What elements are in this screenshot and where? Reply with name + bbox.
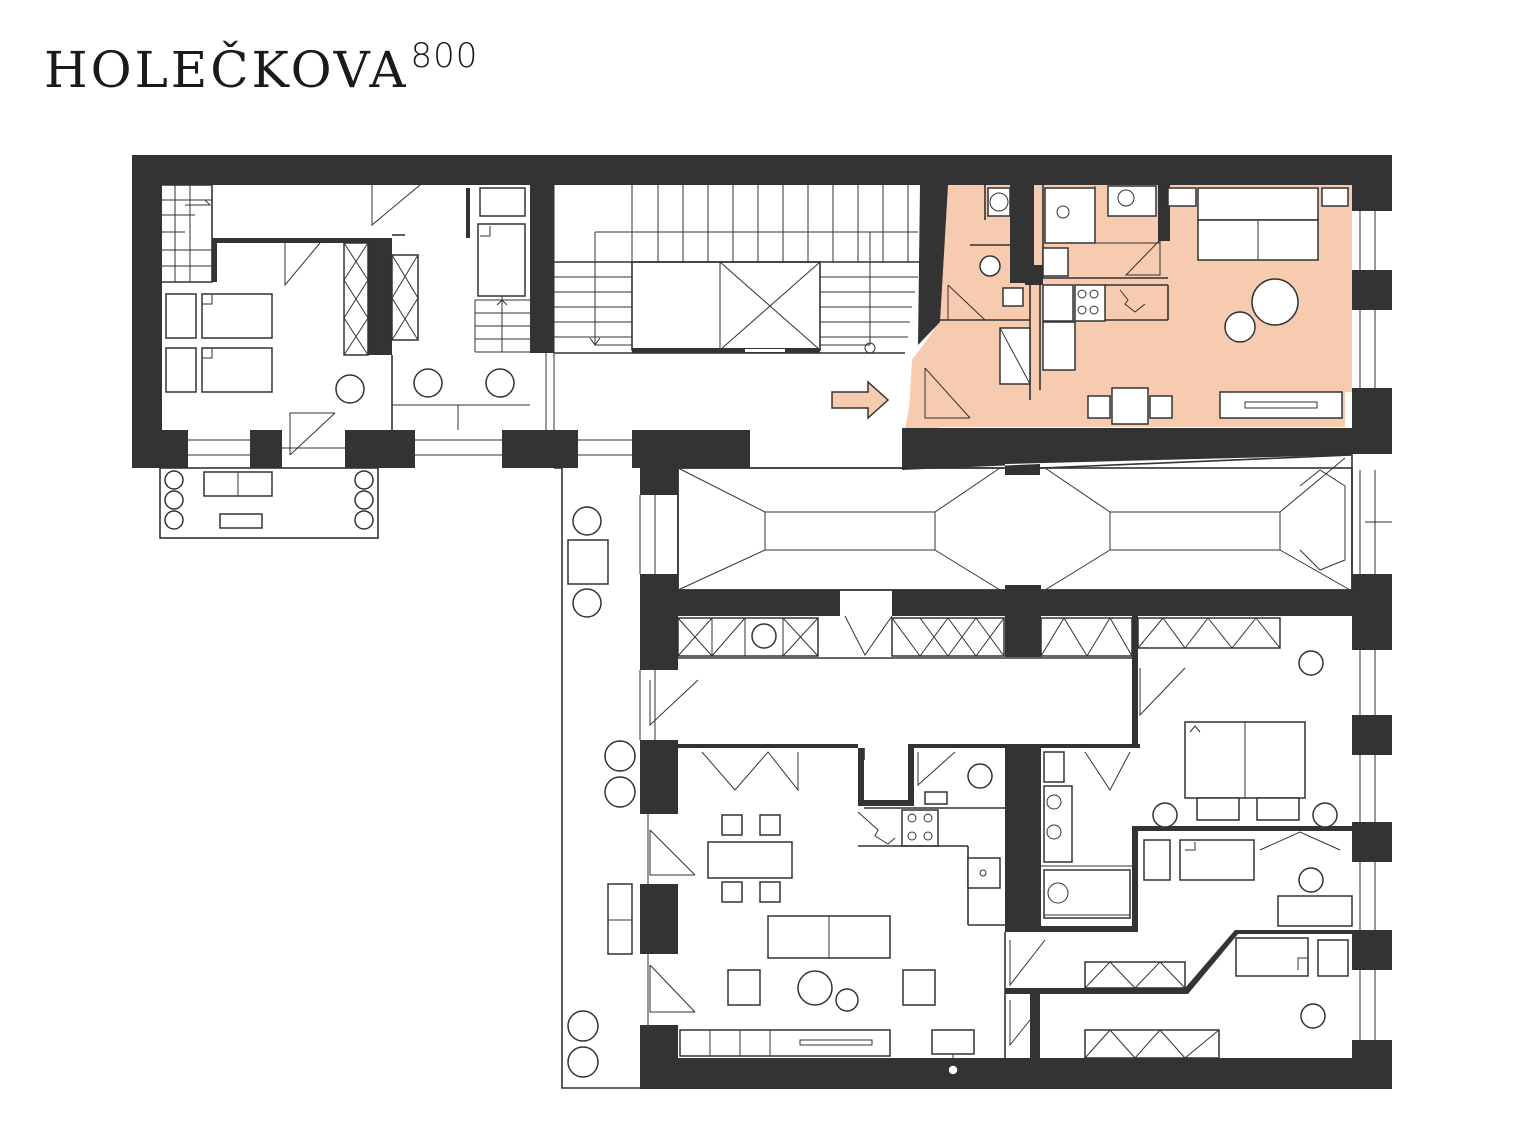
brand-logo: HOLEČKOVA800 bbox=[44, 36, 478, 99]
brand-name: HOLEČKOVA bbox=[44, 41, 409, 99]
arrow-right-icon bbox=[831, 380, 890, 420]
lower-apartments bbox=[649, 615, 1376, 1076]
plan-lines bbox=[159, 184, 1392, 1089]
small-stair bbox=[474, 296, 530, 353]
brand-number: 800 bbox=[410, 36, 479, 76]
walls bbox=[132, 155, 1392, 1089]
skylights bbox=[677, 454, 1392, 591]
terrace bbox=[554, 467, 656, 1089]
plants bbox=[164, 470, 636, 1078]
main-staircase bbox=[554, 185, 920, 354]
left-staircase bbox=[162, 184, 213, 283]
highlighted-unit-interior bbox=[924, 185, 1376, 425]
